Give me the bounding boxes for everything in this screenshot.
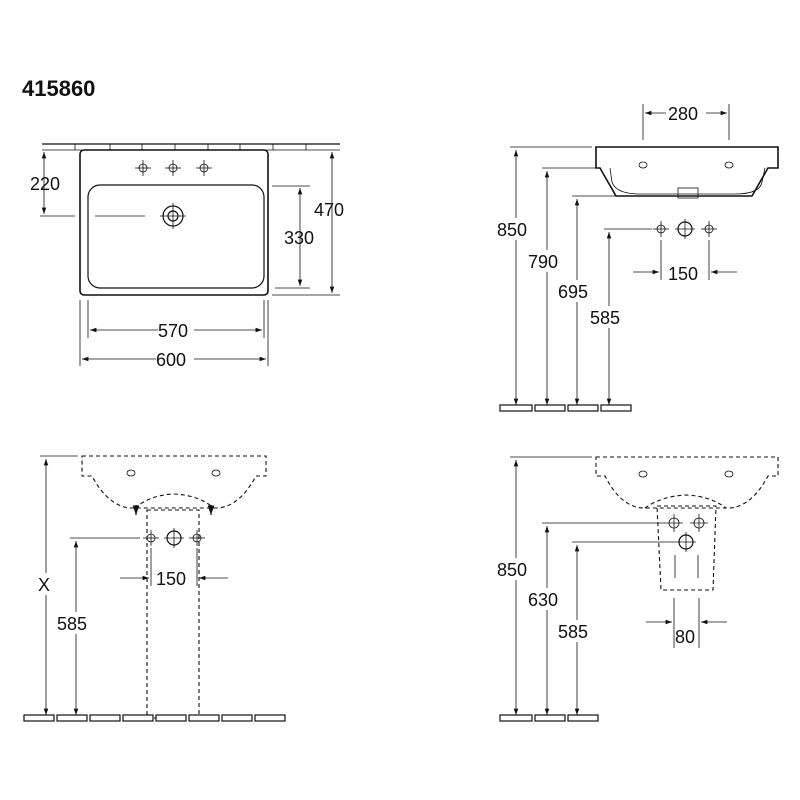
dim-585-ped-label: 585 <box>57 614 87 634</box>
floor-strip-ped <box>23 714 286 722</box>
bowl-outline <box>87 184 265 289</box>
dim-790: 790 <box>527 167 596 405</box>
dim-150-wall-label: 150 <box>668 264 698 284</box>
tap-hole-right <box>196 160 212 176</box>
dim-585: 585 <box>589 228 652 405</box>
dim-470-label: 470 <box>314 200 344 220</box>
dim-330-label: 330 <box>284 228 314 248</box>
dim-570: 570 <box>87 300 265 341</box>
dim-850-semi-label: 850 <box>497 560 527 580</box>
connection-right <box>701 221 717 237</box>
pedestal-dashed <box>146 509 200 719</box>
dim-330: 330 <box>272 185 314 289</box>
dim-280-label: 280 <box>668 104 698 124</box>
dim-280: 280 <box>642 103 730 140</box>
pedestal-view: 150 X 585 <box>23 455 286 722</box>
dim-600-label: 600 <box>156 350 186 370</box>
floor-strip <box>499 404 632 412</box>
tap-hole-center <box>165 160 181 176</box>
wall-mount-view: 280 850 790 695 585 <box>496 103 779 412</box>
semi-pedestal-dashed <box>656 505 717 591</box>
dim-220-label: 220 <box>30 174 60 194</box>
ped-connection-drain <box>164 528 184 548</box>
dim-850: 850 <box>496 146 592 405</box>
dim-600: 600 <box>79 300 269 370</box>
basin-dashed-semi <box>595 456 779 509</box>
drain-icon <box>95 203 186 229</box>
dim-80: 80 <box>646 598 727 648</box>
wall-strip <box>42 143 340 151</box>
dim-585-semi: 585 <box>557 541 676 715</box>
dim-150-ped-label: 150 <box>156 569 186 589</box>
connection-left <box>653 221 669 237</box>
basin-dashed <box>81 455 267 509</box>
dim-585-ped: 585 <box>56 537 140 715</box>
semi-connection-drain <box>676 532 696 552</box>
semi-connection-left <box>665 514 683 532</box>
dim-695: 695 <box>557 195 640 405</box>
top-view: 220 330 470 570 600 <box>30 143 344 370</box>
dim-850-label: 850 <box>497 220 527 240</box>
product-code: 415860 <box>22 76 95 101</box>
floor-strip-semi <box>499 714 599 722</box>
dim-570-label: 570 <box>158 321 188 341</box>
overflow-left <box>638 161 648 169</box>
dim-790-label: 790 <box>528 252 558 272</box>
overflow-right <box>724 161 734 169</box>
basin-front <box>595 146 779 197</box>
connection-drain <box>675 219 695 239</box>
semi-pedestal-view: 850 630 585 80 <box>496 456 779 722</box>
dim-585-semi-label: 585 <box>558 622 588 642</box>
dim-585-label: 585 <box>590 308 620 328</box>
dim-695-label: 695 <box>558 282 588 302</box>
ped-connection-left <box>143 530 159 546</box>
dim-x: X <box>34 455 78 715</box>
dim-x-label: X <box>38 575 50 595</box>
tap-hole-left <box>135 160 151 176</box>
semi-connection-right <box>690 514 708 532</box>
dim-470: 470 <box>272 152 344 296</box>
dim-850-semi: 850 <box>496 456 592 715</box>
dim-630: 630 <box>527 522 665 715</box>
dim-80-label: 80 <box>675 627 695 647</box>
ped-connection-right <box>189 530 205 546</box>
dim-150-wall: 150 <box>633 240 737 284</box>
dim-150-ped: 150 <box>120 548 228 589</box>
basin-outline <box>79 149 269 296</box>
dim-630-label: 630 <box>528 590 558 610</box>
dim-220: 220 <box>30 152 75 217</box>
